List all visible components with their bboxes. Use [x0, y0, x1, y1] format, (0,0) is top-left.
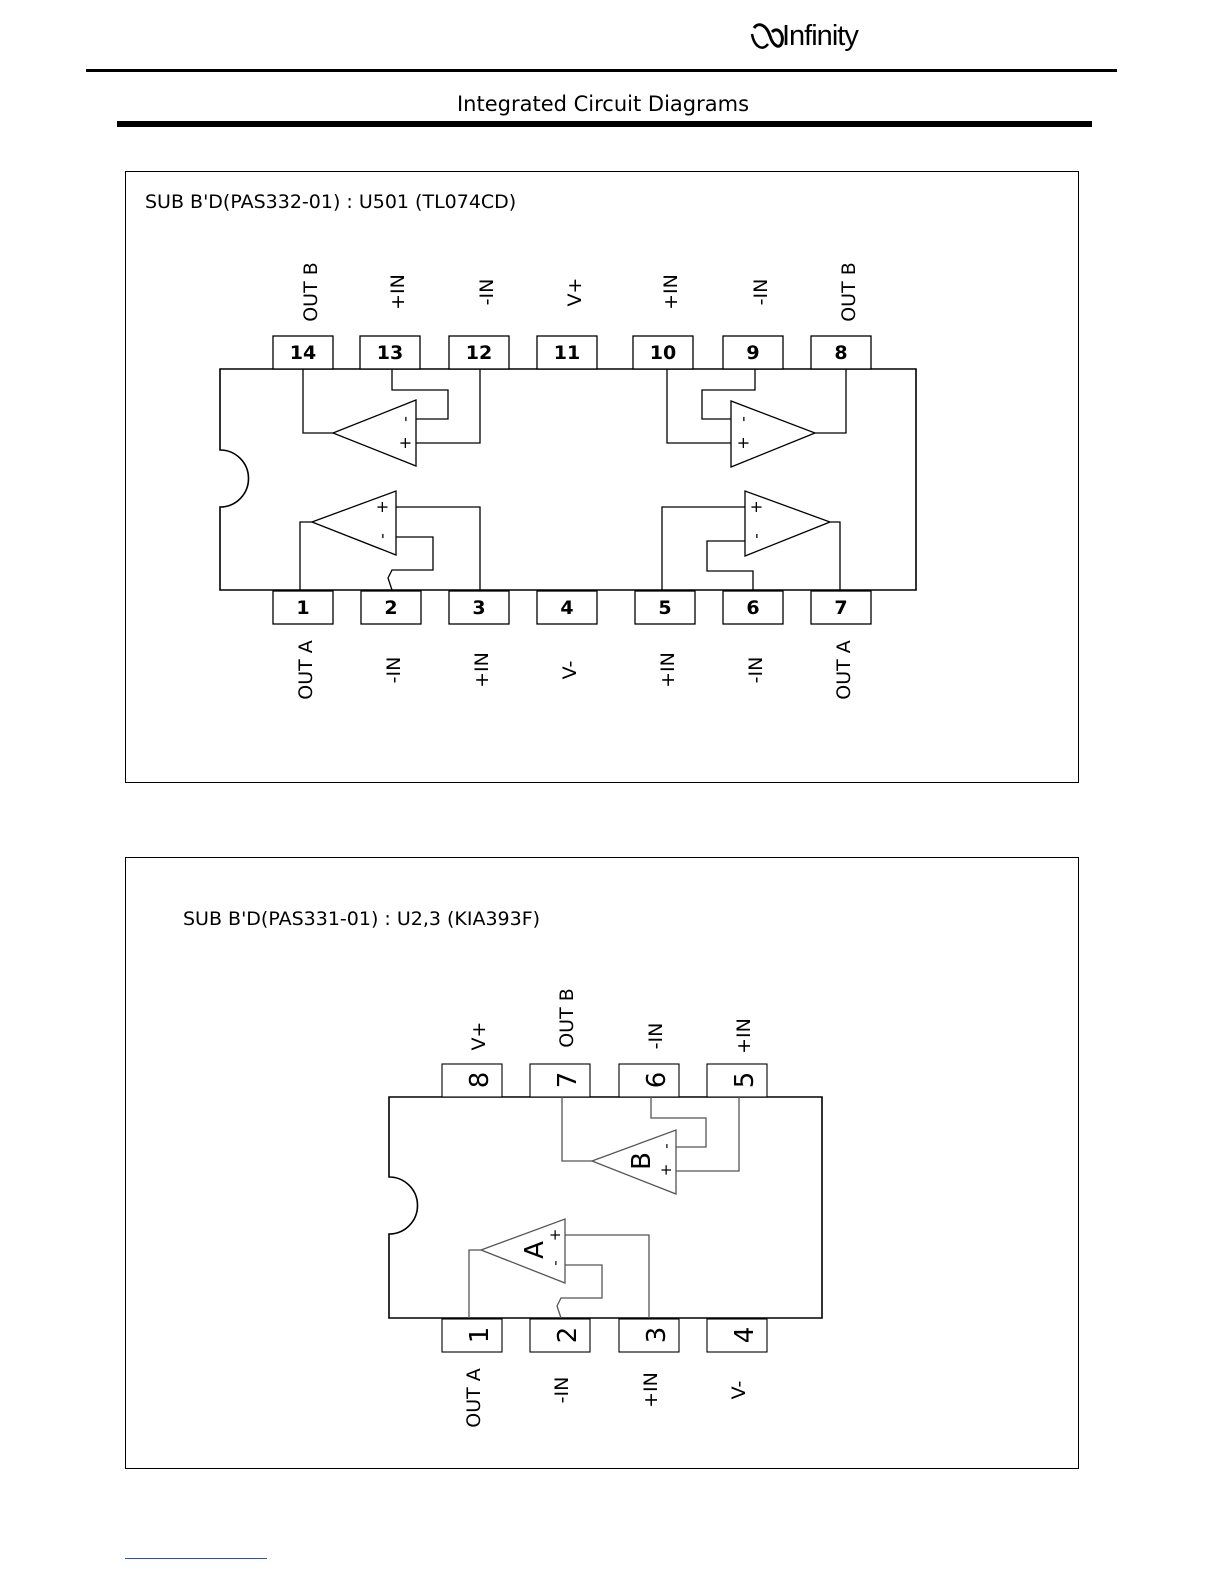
- ic2-pin-label-1: OUT A: [463, 1368, 485, 1428]
- ic2-pin-number-5: 5: [730, 1072, 760, 1089]
- ic2-amp-b-minus: -: [657, 1143, 675, 1148]
- ic2-pin-label-5: +IN: [733, 1018, 755, 1054]
- ic2-wire-6: [651, 1097, 706, 1147]
- ic2-amp-b-plus: +: [657, 1164, 675, 1177]
- ic2-amp-a-plus: +: [546, 1229, 564, 1242]
- ic2-wire-7: [562, 1097, 592, 1161]
- ic2-pin-label-2: -IN: [551, 1377, 573, 1404]
- ic2-wire-2: [557, 1265, 602, 1318]
- footer-link-rule: [125, 1558, 267, 1559]
- ic2-pin-label-3: +IN: [640, 1372, 662, 1408]
- ic2-pin-label-8: V+: [468, 1022, 490, 1051]
- ic2-amp-a-label: A: [520, 1241, 550, 1259]
- ic2-pin-label-4: V-: [728, 1381, 750, 1400]
- ic2-pin-label-6: -IN: [645, 1023, 667, 1050]
- ic2-pin-number-4: 4: [730, 1327, 760, 1344]
- ic2-wire-3: [565, 1235, 649, 1318]
- ic2-pin-label-7: OUT B: [556, 988, 578, 1048]
- ic2-amp-b-label: B: [627, 1152, 657, 1170]
- ic2-pin-number-8: 8: [465, 1072, 495, 1089]
- ic2-pin-number-1: 1: [465, 1327, 495, 1344]
- ic2-wire-1: [469, 1250, 481, 1318]
- ic2-wire-5: [676, 1097, 739, 1171]
- ic2-pin-number-6: 6: [642, 1072, 672, 1089]
- ic2-pin-number-2: 2: [553, 1327, 583, 1344]
- ic2-pin-number-3: 3: [642, 1327, 672, 1344]
- ic2-pin-number-7: 7: [553, 1072, 583, 1089]
- ic2-body: [389, 1097, 822, 1318]
- ic2-amp-a-minus: -: [546, 1260, 564, 1265]
